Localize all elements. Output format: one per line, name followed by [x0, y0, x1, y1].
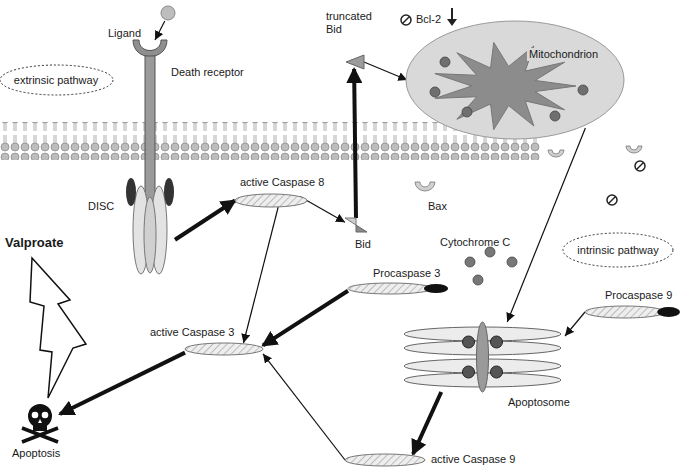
caspase-enzyme	[235, 194, 307, 207]
down-arrow	[447, 8, 457, 26]
node-shape	[348, 283, 448, 294]
procaspase-enzyme	[585, 306, 680, 318]
pathway-ellipse	[0, 65, 113, 95]
thin-arrow	[364, 62, 407, 80]
node-shape	[585, 306, 680, 318]
bcl2-symbol	[607, 161, 645, 205]
node-label: extrinsic pathway	[14, 74, 98, 87]
dashed-node: intrinsic pathway	[562, 232, 674, 268]
node-label: active Caspase 9	[431, 453, 515, 466]
bid-node: Bid	[345, 218, 367, 232]
caspase-node: active Caspase 3	[185, 343, 263, 355]
node-label: intrinsic pathway	[577, 244, 658, 257]
dashed-node: extrinsic pathway	[0, 64, 114, 96]
apoptosome-node: Apoptosome	[400, 322, 565, 392]
node-label: truncated Bid	[326, 10, 386, 36]
mitochondrion	[406, 21, 624, 139]
procaspase-node: Procaspase 9	[585, 306, 680, 318]
truncated-bid	[346, 55, 364, 69]
bax-protein	[415, 146, 642, 191]
node-label: DISC	[88, 200, 114, 213]
cytochrome-c	[465, 247, 517, 285]
node-shape	[346, 55, 364, 69]
node-label: Apoptosome	[508, 396, 570, 409]
thick-arrow	[413, 392, 441, 454]
node-shape	[185, 343, 263, 355]
thick-arrow	[354, 69, 356, 218]
drug-label: Valproate	[5, 236, 64, 249]
ligand-circle	[161, 6, 175, 20]
skull-crossbones	[22, 404, 58, 442]
thick-arrow	[175, 201, 235, 240]
thin-arrow	[507, 128, 585, 322]
node-shape	[345, 218, 367, 232]
part-label: Cytochrome C	[440, 236, 510, 249]
node-label: Procaspase 9	[605, 289, 672, 302]
thin-arrow	[263, 354, 345, 460]
death-receptor	[126, 40, 174, 274]
node-label: Procaspase 3	[373, 267, 440, 280]
part-label: Bax	[428, 200, 447, 213]
lightning-bolt	[30, 258, 86, 398]
mito-node: Mitochondrion	[405, 20, 625, 140]
bid-protein	[345, 218, 367, 232]
node-label: Ligand	[108, 27, 141, 40]
node-label: Bid	[355, 238, 371, 251]
apoptosome-complex	[404, 322, 561, 392]
thin-arrow	[244, 207, 279, 343]
caspase-node: active Caspase 8	[235, 194, 307, 207]
pathway-ellipse	[563, 233, 673, 267]
thick-arrow	[263, 291, 348, 346]
node-shape	[345, 454, 425, 466]
thin-arrow	[565, 312, 585, 336]
node-shape	[125, 40, 175, 275]
thin-arrow	[155, 21, 165, 40]
caspase-enzyme	[345, 454, 425, 466]
receptor-node: Death receptorDISC	[125, 40, 175, 275]
node-label: Mitochondrion	[527, 48, 600, 61]
node-shape	[235, 194, 307, 207]
node-shape	[400, 322, 565, 392]
tbid-node: truncated Bid	[346, 55, 364, 69]
node-shape	[160, 5, 176, 21]
part-label: Bcl-2	[416, 13, 441, 26]
node-shape	[405, 20, 625, 140]
procaspase-enzyme	[348, 283, 448, 294]
ligand-node: Ligand	[160, 5, 176, 21]
caspase-node: active Caspase 9	[345, 454, 425, 466]
node-label: active Caspase 3	[150, 326, 234, 339]
node-shape	[20, 402, 60, 442]
node-label: active Caspase 8	[240, 176, 324, 189]
node-label: Death receptor	[171, 66, 244, 79]
node-label: Apoptosis	[12, 447, 60, 460]
thick-arrow	[60, 353, 185, 414]
skull-node: Apoptosis	[20, 402, 60, 442]
procaspase-node: Procaspase 3	[348, 283, 448, 294]
bcl2-symbol	[401, 15, 411, 25]
caspase-enzyme	[185, 343, 263, 355]
